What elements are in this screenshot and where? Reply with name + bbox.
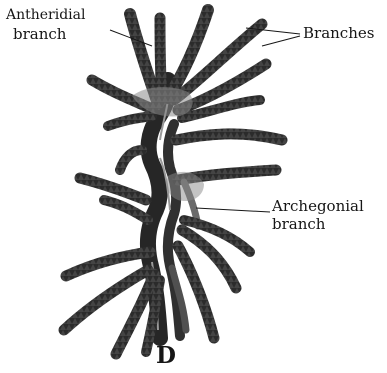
antheridial-label-line1: Antheridial xyxy=(6,8,86,23)
archegonial-label-line1: Archegonial xyxy=(272,199,364,214)
branches-label: Branches xyxy=(303,26,374,41)
figure-letter: D xyxy=(156,344,176,368)
archegonial-leader-line xyxy=(196,208,270,212)
upper-branches xyxy=(92,10,266,126)
antheridial-label-line2: branch xyxy=(13,27,66,42)
branches-leader-line-2 xyxy=(262,36,300,46)
archegonial-label-line2: branch xyxy=(272,217,325,232)
middle-branches xyxy=(80,134,282,226)
